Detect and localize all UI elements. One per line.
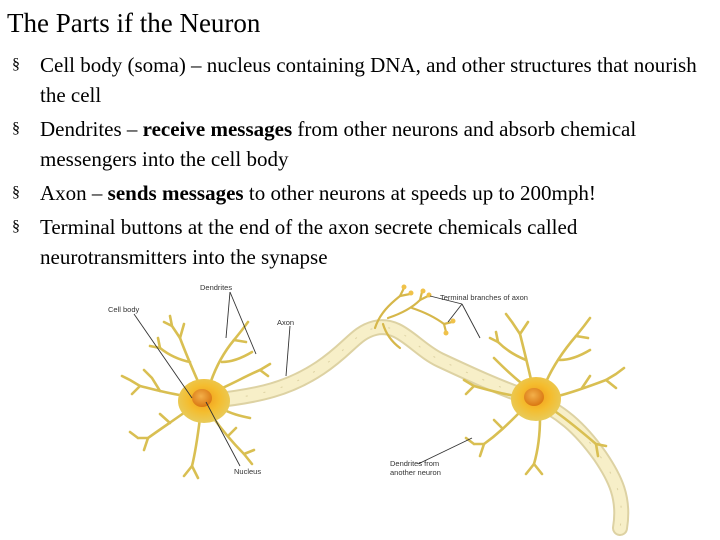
bullet-square-icon: § [12,218,20,235]
bullet-text: Cell body (soma) – nucleus containing DN… [40,53,697,107]
bullet-item-axon: § Axon – sends messages to other neurons… [12,178,720,208]
label-dendrites: Dendrites [200,283,232,292]
bullet-item-dendrites: § Dendrites – receive messages from othe… [12,114,720,174]
bullet-square-icon: § [12,56,20,73]
slide-title: The Parts if the Neuron [7,8,261,38]
label-dendrites-from-line1: Dendrites from [390,459,439,468]
diagram-labels: Dendrites Cell body Axon Terminal branch… [108,283,528,477]
neuron-diagram: Dendrites Cell body Axon Terminal branch… [100,278,720,540]
leader-lines [133,291,481,467]
bullet-item-terminal-buttons: § Terminal buttons at the end of the axo… [12,212,720,272]
label-dendrites-from-line2: another neuron [390,468,441,477]
neuron-illustration: Dendrites Cell body Axon Terminal branch… [108,283,630,536]
bullet-text: Terminal buttons at the end of the axon … [40,215,578,269]
bullet-text: to other neurons at speeds up to 200mph! [243,181,596,205]
dendrites-left-neuron [120,314,272,480]
bullet-item-cell-body: § Cell body (soma) – nucleus containing … [12,50,720,110]
nucleus-right [524,388,544,406]
bullet-emphasis: sends messages [107,181,244,205]
cell-body-left [178,379,230,423]
bullet-list: § Cell body (soma) – nucleus containing … [12,50,720,276]
label-axon: Axon [277,318,294,327]
bullet-emphasis: receive messages [142,117,293,141]
axon [202,319,630,536]
nucleus-left [192,389,212,407]
cell-body-right [511,377,561,421]
dendrites-right-neuron [462,312,626,476]
label-cell-body: Cell body [108,305,140,314]
bullet-square-icon: § [12,120,20,137]
label-terminal-branches: Terminal branches of axon [440,293,528,302]
bullet-square-icon: § [12,184,20,201]
bullet-lead: Dendrites – [40,117,143,141]
label-nucleus: Nucleus [234,467,261,476]
bullet-lead: Axon – [40,181,108,205]
bullet-text: from other neurons and absorb chemical m… [40,117,637,171]
